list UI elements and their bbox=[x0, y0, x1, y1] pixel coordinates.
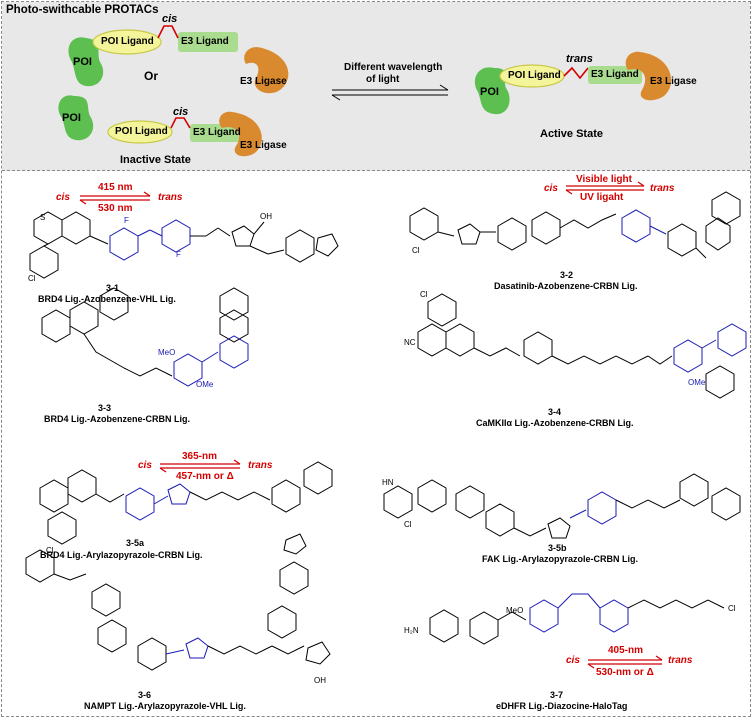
compound-caption-3-6: NAMPT Lig.-Arylazopyrazole-VHL Lig. bbox=[84, 701, 246, 711]
e3-ligand-label-3: E3 Ligand bbox=[591, 69, 639, 80]
e3-ligand-1 bbox=[178, 32, 238, 52]
structure-3-4 bbox=[417, 293, 747, 399]
page-title: Photo-swithcable PROTACs bbox=[6, 4, 159, 16]
e3-ligase-label-3: E3 Ligase bbox=[650, 76, 697, 87]
poi-ligand-label-2: POI Ligand bbox=[115, 126, 168, 137]
structure-3-3 bbox=[41, 287, 249, 387]
e3-ligand-label-2: E3 Ligand bbox=[193, 127, 241, 138]
atom-cl-3-4: Cl bbox=[420, 290, 428, 299]
compound-number-3-7: 3-7 bbox=[550, 690, 564, 700]
switch-3-2-trans: trans bbox=[650, 183, 675, 194]
trans-label: trans bbox=[566, 53, 593, 65]
e3-ligase-2 bbox=[219, 111, 262, 157]
poi-label-1: POI bbox=[73, 56, 92, 68]
atom-cl-3-1: Cl bbox=[28, 274, 36, 283]
poi-ligand-label-1: POI Ligand bbox=[101, 36, 154, 47]
atom-nc-3-4: NC bbox=[404, 338, 416, 347]
switch-3-2-cis: cis bbox=[544, 183, 558, 194]
compound-number-3-4: 3-4 bbox=[548, 407, 562, 417]
compound-number-3-2: 3-2 bbox=[560, 270, 574, 280]
atom-ome-3-4: OMe bbox=[688, 378, 706, 387]
switch-3-2-reverse: UV ligaht bbox=[580, 192, 624, 203]
switch-3-5a-forward: 365-nm bbox=[182, 451, 218, 462]
cis-linker-1 bbox=[157, 25, 179, 39]
compound-number-3-5b: 3-5b bbox=[548, 543, 567, 553]
atom-meo-3-7: MeO bbox=[506, 606, 524, 615]
switch-3-7-cis: cis bbox=[566, 655, 580, 666]
compound-caption-3-2: Dasatinib-Azobenzene-CRBN Lig. bbox=[494, 281, 638, 291]
atom-oh-3-1: OH bbox=[260, 212, 272, 221]
atom-cl-3-2: Cl bbox=[412, 246, 420, 255]
atom-oh-3-6: OH bbox=[314, 676, 326, 685]
compound-caption-3-5b: FAK Lig.-Arylazopyrazole-CRBN Lig. bbox=[482, 554, 639, 564]
structure-3-1 bbox=[29, 211, 339, 279]
switch-3-1-reverse: 530 nm bbox=[98, 203, 133, 214]
or-label: Or bbox=[144, 69, 159, 83]
trans-linker bbox=[563, 66, 589, 80]
switch-3-5a-trans: trans bbox=[248, 460, 273, 471]
structure-3-7 bbox=[429, 593, 725, 645]
compound-number-3-3: 3-3 bbox=[98, 403, 112, 413]
atom-s-3-1: S bbox=[40, 213, 46, 222]
switch-3-1-forward: 415 nm bbox=[98, 182, 133, 193]
atom-cl-3-7: Cl bbox=[728, 604, 736, 613]
switch-3-1-trans: trans bbox=[158, 192, 183, 203]
atom-f-3-1b: F bbox=[176, 250, 181, 259]
compound-number-3-6: 3-6 bbox=[138, 690, 152, 700]
atom-cl-3-5a: Cl bbox=[46, 546, 54, 555]
switch-3-1-cis: cis bbox=[56, 192, 70, 203]
poi-label-3: POI bbox=[480, 86, 499, 98]
atom-ome-3-3: OMe bbox=[196, 380, 214, 389]
atom-f-3-1a: F bbox=[124, 216, 129, 225]
switch-3-2-forward: Visible light bbox=[576, 174, 632, 185]
e3-ligand-3 bbox=[588, 66, 642, 84]
atom-meo-3-3: MeO bbox=[158, 348, 176, 357]
e3-ligase-label-1: E3 Ligase bbox=[240, 76, 287, 87]
poi-label-2: POI bbox=[62, 112, 81, 124]
compound-number-3-1: 3-1 bbox=[106, 283, 120, 293]
structure-3-5b bbox=[383, 473, 741, 539]
compound-caption-3-7: eDHFR Lig.-Diazocine-HaloTag bbox=[496, 701, 628, 711]
compound-caption-3-5a: BRD4 Lig.-Arylazopyrazole-CRBN Lig. bbox=[40, 550, 203, 560]
switch-3-7-trans: trans bbox=[668, 655, 693, 666]
poi-ligand-1 bbox=[92, 29, 162, 55]
e3-ligase-label-2: E3 Ligase bbox=[240, 140, 287, 151]
active-state-label: Active State bbox=[540, 128, 603, 140]
compound-number-3-5a: 3-5a bbox=[126, 538, 145, 548]
poi-blob-2 bbox=[58, 95, 94, 141]
cis-linker-2 bbox=[170, 117, 191, 129]
poi-ligand-2 bbox=[107, 120, 173, 144]
arrow-label-line2: of light bbox=[366, 74, 400, 85]
switch-3-7-reverse: 530-nm or Δ bbox=[596, 667, 654, 678]
cis-label-2: cis bbox=[173, 106, 189, 118]
compound-caption-3-1: BRD4 Lig.-Azobenzene-VHL Lig. bbox=[38, 294, 176, 304]
atom-cl-3-5b: Cl bbox=[404, 520, 412, 529]
poi-ligand-label-3: POI Ligand bbox=[508, 70, 561, 81]
e3-ligand-label-1: E3 Ligand bbox=[181, 36, 229, 47]
compound-caption-3-4: CaMKIIα Lig.-Azobenzene-CRBN Lig. bbox=[476, 418, 634, 428]
atom-hn-3-5b: HN bbox=[382, 478, 394, 487]
inactive-state-label: Inactive State bbox=[120, 154, 191, 166]
cis-label-1: cis bbox=[162, 13, 178, 25]
switch-3-7-forward: 405-nm bbox=[608, 645, 644, 656]
switch-3-5a-cis: cis bbox=[138, 460, 152, 471]
poi-blob-1 bbox=[68, 37, 104, 87]
structure-3-2 bbox=[409, 191, 741, 259]
e3-ligase-3 bbox=[625, 51, 672, 101]
switch-3-5a-reverse: 457-nm or Δ bbox=[176, 471, 234, 482]
atom-h2n-3-7: H₂N bbox=[404, 626, 419, 635]
structure-3-5a bbox=[39, 461, 333, 545]
e3-ligand-2 bbox=[190, 124, 244, 142]
structure-3-6 bbox=[25, 533, 331, 671]
e3-ligase-1 bbox=[244, 47, 289, 94]
arrow-label-line1: Different wavelength bbox=[344, 62, 443, 73]
compound-caption-3-3: BRD4 Lig.-Azobenzene-CRBN Lig. bbox=[44, 414, 190, 424]
